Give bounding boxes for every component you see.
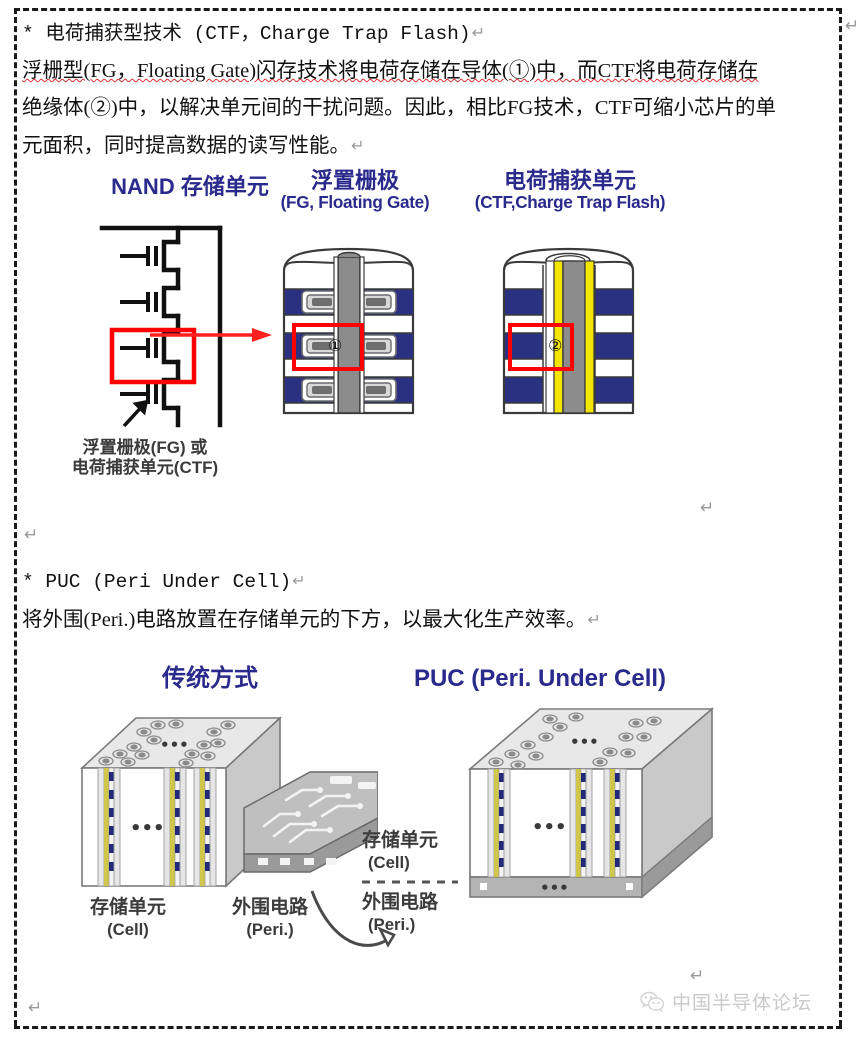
- return-mark-footer: ↵: [690, 966, 705, 986]
- figure-caption-line2: 电荷捕获单元(CTF): [71, 458, 219, 478]
- figure-caption-nand: 浮置栅极(FG) 或 电荷捕获单元(CTF): [30, 438, 260, 479]
- text-block-puc: * PUC (Peri Under Cell)↵ 将外围(Peri.)电路放置在…: [22, 562, 834, 639]
- fg-charge-marker: ①: [328, 336, 342, 355]
- figure-title-fg-main: 浮置栅极: [310, 168, 399, 193]
- figure-title-ctf-main: 电荷捕获单元: [503, 168, 636, 193]
- return-mark-mid-right: ↵: [700, 498, 715, 518]
- return-mark: ↵: [587, 610, 601, 629]
- caption-main: 存储单元: [362, 830, 439, 851]
- margin-guide-bottom: [14, 1026, 842, 1029]
- fg-cell-diagram: ①: [282, 247, 415, 415]
- wechat-icon: [640, 991, 665, 1012]
- caption-puc-peri: 外围电路 (Peri.): [362, 892, 482, 935]
- paragraph-puc-body: 将外围(Peri.)电路放置在存储单元的下方，以最大化生产效率。↵: [22, 601, 834, 639]
- ctf-charge-marker: ②: [548, 336, 562, 355]
- figure-ctf-comparison: NAND 存储单元 浮置栅极 (FG, Floating Gate) 电荷捕获单…: [0, 160, 856, 510]
- caption-sub: (Cell): [107, 919, 149, 939]
- figure-caption-line1: 浮置栅极(FG) 或: [82, 438, 208, 457]
- paragraph-text: * PUC (Peri Under Cell): [22, 571, 292, 593]
- paragraph-ctf-body-line3: 元面积，同时提高数据的读写性能。↵: [22, 127, 834, 165]
- conventional-layout-diagram: •••: [79, 716, 378, 888]
- figure-title-fg: 浮置栅极 (FG, Floating Gate): [255, 168, 455, 213]
- text-block-ctf: * 电荷捕获型技术 (CTF，Charge Trap Flash)↵ 浮栅型(F…: [22, 14, 834, 165]
- nand-string-schematic: [99, 225, 223, 428]
- caption-puc-cell: 存储单元 (Cell): [362, 830, 482, 873]
- paragraph-text: 浮栅型(FG，Floating Gate)闪存技术将电荷存储在导体(①)中，而C…: [22, 60, 759, 82]
- paragraph-ctf-heading: * 电荷捕获型技术 (CTF，Charge Trap Flash)↵: [22, 14, 834, 53]
- figure-title-puc: PUC (Peri. Under Cell): [413, 665, 667, 692]
- caption-sub: (Cell): [368, 852, 410, 872]
- return-mark-mid-left: ↵: [24, 525, 39, 545]
- red-pointer-arrow-icon: [150, 328, 272, 342]
- paragraph-puc-heading: * PUC (Peri Under Cell)↵: [22, 562, 834, 601]
- front-ellipsis: •••: [532, 817, 567, 838]
- ctf-cell-diagram: ②: [502, 247, 635, 415]
- figure-title-ctf-sub: (CTF,Charge Trap Flash): [474, 192, 666, 213]
- top-ellipsis: •••: [160, 736, 189, 754]
- caption-conventional-cell: 存储单元 (Cell): [58, 897, 198, 940]
- return-mark: ↵: [471, 23, 485, 42]
- margin-guide-top: [14, 8, 842, 11]
- caption-sub: (Peri.): [246, 919, 294, 939]
- paragraph-text: 元面积，同时提高数据的读写性能。: [22, 135, 350, 157]
- figure-puc-comparison: 传统方式 PUC (Peri. Under Cell): [0, 655, 856, 955]
- paragraph-ctf-body-line1: 浮栅型(FG，Floating Gate)闪存技术将电荷存储在导体(①)中，而C…: [22, 53, 834, 90]
- return-mark-last: ↵: [28, 998, 43, 1018]
- puc-layout-diagram: •••: [467, 707, 715, 899]
- return-mark: ↵: [351, 136, 365, 155]
- caption-conventional-peri: 外围电路 (Peri.): [200, 897, 340, 940]
- front-ellipsis: •••: [130, 818, 165, 839]
- caption-main: 外围电路: [362, 892, 439, 913]
- return-mark-outside-right: ↵: [845, 16, 856, 36]
- figure-title-conventional: 传统方式: [162, 665, 258, 692]
- caption-divider-dashed: [362, 880, 458, 884]
- paragraph-ctf-body-line2: 绝缘体(②)中，以解决单元间的干扰问题。因此，相比FG技术，CTF可缩小芯片的单: [22, 90, 834, 127]
- caption-sub: (Peri.): [368, 914, 416, 934]
- top-ellipsis: •••: [570, 733, 599, 751]
- figure-title-ctf: 电荷捕获单元 (CTF,Charge Trap Flash): [455, 168, 685, 213]
- caption-main: 外围电路: [231, 897, 308, 918]
- paragraph-text: 将外围(Peri.)电路放置在存储单元的下方，以最大化生产效率。: [22, 609, 587, 631]
- figure-title-nand: NAND 存储单元: [111, 174, 269, 199]
- transition-arrow-icon: [310, 890, 396, 948]
- return-mark: ↵: [292, 571, 306, 590]
- peri-ellipsis: •••: [540, 879, 569, 897]
- caption-main: 存储单元: [89, 897, 166, 918]
- footer-watermark: 中国半导体论坛: [640, 988, 812, 1015]
- watermark-text: 中国半导体论坛: [672, 993, 813, 1014]
- paragraph-text: * 电荷捕获型技术 (CTF，Charge Trap Flash): [22, 23, 471, 45]
- paragraph-text: 绝缘体(②)中，以解决单元间的干扰问题。因此，相比FG技术，CTF可缩小芯片的单: [22, 97, 776, 119]
- figure-title-fg-sub: (FG, Floating Gate): [280, 192, 430, 213]
